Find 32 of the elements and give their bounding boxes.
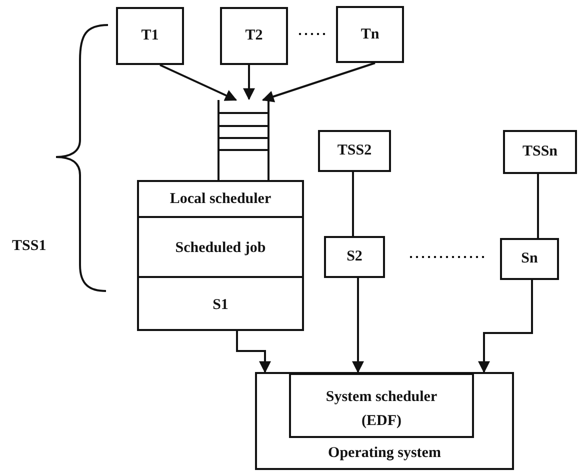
container-box (255, 372, 514, 470)
arrow (160, 64, 238, 101)
box-label: Sn (520, 250, 539, 268)
process-box (289, 373, 474, 438)
arrow (352, 278, 364, 374)
arrow (262, 62, 376, 102)
box-label: T2 (244, 28, 264, 44)
process-box (318, 130, 391, 172)
box-label: TSS2 (336, 142, 373, 160)
compartment-text: S1 (139, 276, 302, 333)
process-box (220, 7, 288, 65)
process-box (500, 238, 559, 280)
arrow (243, 65, 255, 100)
box-label: Tn (360, 26, 380, 43)
queue-symbol (217, 100, 270, 180)
group-label: TSS1 (12, 238, 46, 255)
process-box (336, 6, 404, 63)
box-label: TSSn (521, 144, 559, 160)
arrow (478, 280, 533, 374)
box-label: T1 (140, 28, 160, 44)
box-label: System scheduler (EDF) (324, 388, 438, 431)
connector-line (352, 172, 354, 236)
box-label: S2 (346, 248, 364, 266)
connector-line (537, 174, 539, 238)
arrow (236, 331, 271, 374)
process-box (503, 130, 577, 174)
process-box (116, 7, 184, 65)
box-label: Operating system (327, 445, 442, 462)
process-box (324, 236, 385, 278)
compartment-text: Scheduled job (139, 216, 302, 278)
stacked-block (137, 180, 304, 331)
compartment-heading: Local scheduler (168, 190, 272, 209)
